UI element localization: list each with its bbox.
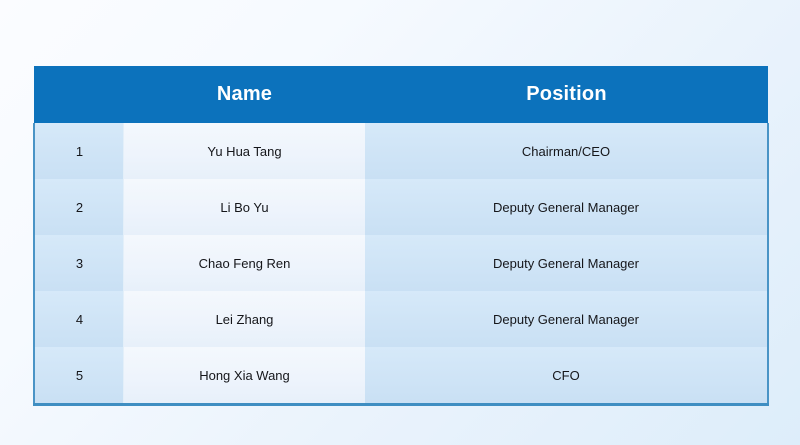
management-table: Name Position 1 Yu Hua Tang Chairman/CEO… xyxy=(33,66,769,406)
row-position-cell: Deputy General Manager xyxy=(365,179,769,235)
row-index-cell: 3 xyxy=(33,235,124,291)
table-header: Name Position xyxy=(34,66,768,123)
row-index-cell: 2 xyxy=(33,179,124,235)
column-header-position: Position xyxy=(365,66,768,123)
table-body: 1 Yu Hua Tang Chairman/CEO 2 Li Bo Yu De… xyxy=(33,123,769,406)
row-index-cell: 1 xyxy=(33,123,124,179)
row-name-cell: Chao Feng Ren xyxy=(124,235,365,291)
row-index-cell: 5 xyxy=(33,347,124,406)
table-row: 1 Yu Hua Tang Chairman/CEO xyxy=(33,123,769,179)
table-row: 2 Li Bo Yu Deputy General Manager xyxy=(33,179,769,235)
row-name-cell: Yu Hua Tang xyxy=(124,123,365,179)
table-row: 5 Hong Xia Wang CFO xyxy=(33,347,769,406)
row-position-cell: Deputy General Manager xyxy=(365,291,769,347)
column-header-index xyxy=(34,66,124,123)
column-header-name: Name xyxy=(124,66,365,123)
row-position-cell: CFO xyxy=(365,347,769,406)
table-header-row: Name Position xyxy=(34,66,768,123)
table-row: 4 Lei Zhang Deputy General Manager xyxy=(33,291,769,347)
row-name-cell: Hong Xia Wang xyxy=(124,347,365,406)
row-name-cell: Lei Zhang xyxy=(124,291,365,347)
row-position-cell: Deputy General Manager xyxy=(365,235,769,291)
row-name-cell: Li Bo Yu xyxy=(124,179,365,235)
row-index-cell: 4 xyxy=(33,291,124,347)
table-row: 3 Chao Feng Ren Deputy General Manager xyxy=(33,235,769,291)
row-position-cell: Chairman/CEO xyxy=(365,123,769,179)
